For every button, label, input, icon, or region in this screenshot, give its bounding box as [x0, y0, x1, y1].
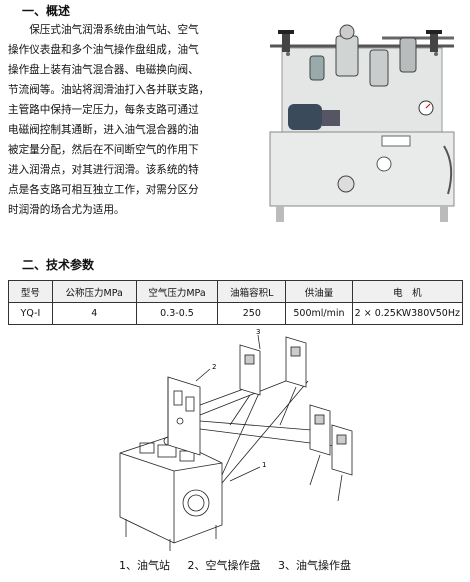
overview-text: 保压式油气润滑系统由油气站、空气 操作仪表盘和多个油气操作盘组成，油气 操作盘上…: [8, 20, 248, 220]
spec-cell-oil-supply: 500ml/min: [285, 302, 353, 325]
spec-cell-model: YQ-Ⅰ: [8, 302, 53, 325]
caption-item: 3、油气操作盘: [278, 559, 351, 572]
spec-cell-pressure: 4: [51, 302, 137, 325]
table-row: YQ-Ⅰ 4 0.3-0.5 250 500ml/min 2 × 0.25KW3…: [8, 302, 464, 325]
callout-2: 2: [212, 363, 216, 371]
spec-cell-air-pressure: 0.3-0.5: [135, 302, 219, 325]
overview-line: 时润滑的场合尤为适用。: [8, 204, 125, 216]
spec-header-model: 型号: [8, 280, 53, 303]
overview-line: 操作盘上装有油气混合器、电磁换向阀、: [8, 64, 199, 76]
spec-header-oil-supply: 供油量: [285, 280, 353, 303]
caption-item: 1、油气站: [119, 559, 170, 572]
spec-header-row: 型号 公称压力MPa 空气压力MPa 油箱容积L 供油量 电 机: [8, 280, 464, 303]
section-title-overview: 一、概述: [22, 4, 71, 18]
callout-1: 1: [262, 461, 266, 469]
spec-header-tank: 油箱容积L: [217, 280, 287, 303]
spec-header-air-pressure: 空气压力MPa: [135, 280, 219, 303]
system-diagram: 1 2 3: [119, 328, 353, 551]
section-title-specs: 二、技术参数: [22, 258, 95, 272]
overview-line: 进入润滑点，对其进行润滑。该系统的特: [8, 164, 199, 176]
spec-header-pressure: 公称压力MPa: [51, 280, 137, 303]
overview-line: 操作仪表盘和多个油气操作盘组成，油气: [8, 44, 199, 56]
spec-cell-tank: 250: [217, 302, 287, 325]
spec-cell-motor: 2 × 0.25KW380V50Hz: [351, 302, 464, 325]
diagram-caption: 1、油气站 2、空气操作盘 3、油气操作盘: [0, 557, 470, 573]
spec-table: 型号 公称压力MPa 空气压力MPa 油箱容积L 供油量 电 机 YQ-Ⅰ 4 …: [8, 280, 464, 325]
callout-3: 3: [256, 328, 260, 336]
caption-item: 2、空气操作盘: [187, 559, 261, 572]
overview-line: 电磁阀控制其通断，进入油气混合器的油: [8, 124, 199, 136]
overview-line: 点是各支路可相互独立工作，对需分区分: [8, 184, 199, 196]
overview-line: 被定量分配，然后在不间断空气的作用下: [8, 144, 199, 156]
spec-header-motor: 电 机: [351, 280, 464, 303]
overview-line: 主管路中保持一定压力，每条支路可通过: [8, 104, 199, 116]
overview-line: 保压式油气润滑系统由油气站、空气: [29, 24, 199, 36]
overview-line: 节流阀等。油站将润滑油打入各并联支路，: [8, 84, 210, 96]
oil-gas-station-photo: [262, 16, 462, 228]
